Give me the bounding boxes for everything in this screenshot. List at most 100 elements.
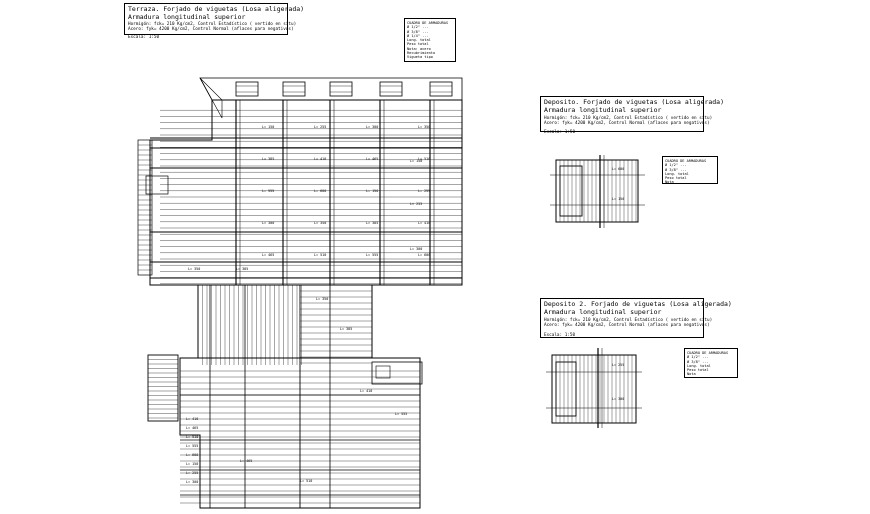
bar-length-label: L= 600	[314, 189, 326, 193]
bar-length-label: L= 510	[418, 157, 430, 161]
main-title-line3: Hormigón: fck= 210 Kg/cm2, Control Estad…	[128, 22, 297, 27]
detail-1-title-line4: Acero: fyk= 4200 Kg/cm2, Control Normal …	[544, 121, 710, 127]
legend-low-line: Nota	[687, 372, 696, 377]
bar-length-label: L= 600	[418, 253, 430, 257]
bar-length-label: L= 465	[366, 157, 378, 161]
upper-slab-outline	[149, 99, 463, 286]
bar-length-label: L= 410	[186, 417, 198, 421]
legend-mid-line: Peso total	[665, 176, 687, 181]
bar-length-label: L= 385	[340, 327, 352, 331]
bar-length-label: L= 350	[188, 267, 200, 271]
detail-1-outline	[555, 159, 639, 223]
bar-length-label: L= 255	[612, 363, 624, 367]
legend-top-line: Long. total	[407, 38, 431, 43]
detail-2-outline	[551, 354, 637, 424]
bar-length-label: L= 255	[410, 202, 422, 206]
corner-wedge	[199, 77, 223, 119]
bar-length-label: L= 150	[410, 159, 422, 163]
legend-low-line: Ø 3/8" ...	[687, 359, 709, 364]
detail-2-left-block	[555, 361, 577, 417]
legend-mid-line: Long. total	[665, 171, 689, 176]
legend-low-line: Peso total	[687, 368, 709, 373]
right-box-column	[375, 365, 391, 379]
legend-low-line: Long. total	[687, 363, 711, 368]
column-section	[379, 81, 403, 97]
bar-length-label: L= 150	[186, 462, 198, 466]
detail-1-left-block	[559, 165, 583, 217]
main-title-scale: Escala: 1:50	[128, 34, 160, 40]
detail-2-title-line4: Acero: fyk= 4200 Kg/cm2, Control Normal …	[544, 323, 710, 329]
detail-1-title-line2: Armadura longitudinal superior	[544, 105, 662, 114]
bar-length-label: L= 555	[186, 444, 198, 448]
main-title-line2: Armadura longitudinal superior	[128, 12, 246, 21]
detail-2-title-scale: Escala: 1:50	[544, 332, 576, 338]
bar-length-label: L= 150	[366, 189, 378, 193]
bar-length-label: L= 600	[186, 453, 198, 457]
bar-length-label: L= 465	[240, 459, 252, 463]
column-section	[235, 81, 259, 97]
bar-length-label: L= 385	[262, 157, 274, 161]
legend-top-line: Ø 1/4" ...	[407, 33, 429, 38]
bar-length-label: L= 300	[262, 221, 274, 225]
detail-2-title-line2: Armadura longitudinal superior	[544, 307, 662, 316]
detail-1-title-scale: Escala: 1:50	[544, 129, 576, 135]
bar-length-label: L= 385	[236, 267, 248, 271]
stair-detail	[145, 175, 169, 195]
bar-length-label: L= 255	[418, 189, 430, 193]
bar-length-label: L= 600	[612, 167, 624, 171]
legend-top-line: CUADRO DE ARMADURAS	[407, 21, 449, 25]
legend-mid-line: Nota	[665, 180, 674, 185]
left-tower	[147, 354, 179, 422]
bar-length-label: L= 350	[418, 125, 430, 129]
legend-low-line: CUADRO DE ARMADURAS	[687, 351, 729, 355]
column-section	[329, 81, 353, 97]
bar-length-label: L= 350	[316, 297, 328, 301]
bar-length-label: L= 255	[314, 125, 326, 129]
bar-length-label: L= 150	[262, 125, 274, 129]
top-beam-strip	[199, 77, 463, 101]
main-title-block: Terraza. Forjado de viguetas (Losa alige…	[124, 3, 305, 39]
detail-2-title-block: Deposito 2. Forjado de viguetas (Losa al…	[540, 298, 732, 338]
detail-2-title-line3: Hormigón: fck= 210 Kg/cm2, Control Estad…	[544, 318, 713, 323]
bar-length-label: L= 300	[612, 397, 624, 401]
legend-mid-line: Ø 3/8" ...	[665, 167, 687, 172]
bar-length-label: L= 510	[300, 479, 312, 483]
column-section	[429, 81, 453, 97]
left-step-wall	[137, 139, 153, 276]
bar-length-label: L= 350	[314, 221, 326, 225]
bar-length-label: L= 255	[186, 471, 198, 475]
detail-2-title-line1: Deposito 2. Forjado de viguetas (Losa al…	[544, 300, 732, 308]
bar-length-label: L= 410	[418, 221, 430, 225]
bar-length-label: L= 510	[186, 435, 198, 439]
bar-length-label: L= 410	[314, 157, 326, 161]
detail-1-title-block: Deposito. Forjado de viguetas (Losa alig…	[540, 96, 725, 135]
column-section	[282, 81, 306, 97]
bar-length-label: L= 385	[366, 221, 378, 225]
bar-length-label: L= 150	[612, 197, 624, 201]
legend-low-line: Ø 1/2" ...	[687, 355, 709, 360]
legend-mid-line: Ø 1/2" ...	[665, 163, 687, 168]
legend-top-line: Ø 1/2" ...	[407, 25, 429, 30]
right-box	[371, 361, 423, 385]
detail-1-title-line1: Deposito. Forjado de viguetas (Losa alig…	[544, 98, 725, 106]
bar-length-label: L= 555	[262, 189, 274, 193]
bar-length-label: L= 465	[186, 426, 198, 430]
legend-mid: CUADRO DE ARMADURAS Ø 1/2" ... Ø 3/8" ..…	[662, 156, 718, 184]
bar-length-label: L= 300	[366, 125, 378, 129]
bar-length-label: L= 465	[262, 253, 274, 257]
legend-top-line: Recubrimiento	[407, 51, 436, 56]
legend-top-line: Nota: acero	[407, 46, 431, 51]
main-title-line1: Terraza. Forjado de viguetas (Losa alige…	[128, 5, 305, 13]
legend-low: CUADRO DE ARMADURAS Ø 1/2" ... Ø 3/8" ..…	[684, 348, 738, 378]
legend-top-line: Ø 3/8" ...	[407, 29, 429, 34]
legend-top-line: Peso total	[407, 42, 429, 47]
main-title-line4: Acero: fyk= 4200 Kg/cm2, Control Normal …	[128, 27, 294, 33]
bar-length-label: L= 300	[410, 247, 422, 251]
legend-top: CUADRO DE ARMADURAS Ø 1/2" ... Ø 3/8" ..…	[404, 18, 456, 62]
legend-top-line: Vigueta tipo	[407, 55, 433, 60]
bar-length-label: L= 410	[360, 389, 372, 393]
bar-length-label: L= 555	[366, 253, 378, 257]
bar-length-label: L= 300	[186, 480, 198, 484]
